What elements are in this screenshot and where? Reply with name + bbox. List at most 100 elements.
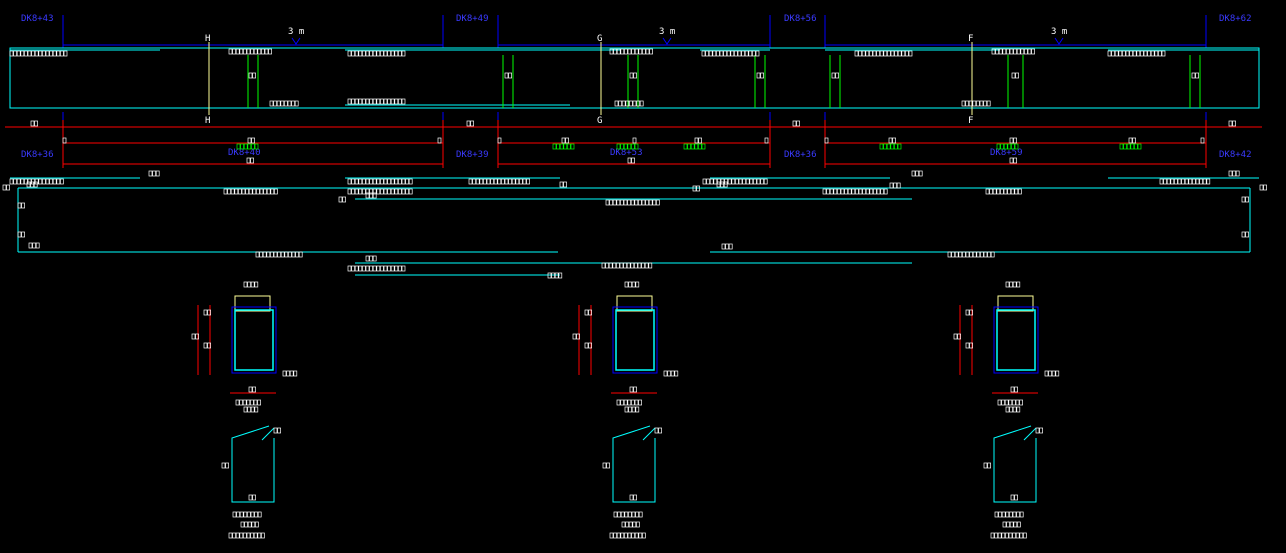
annotation-glyph [351,178,355,185]
annotation-glyph [468,178,473,185]
annotation-glyph [28,242,33,249]
annotation-glyph [277,251,281,258]
annotation-glyph [390,178,395,185]
annotation-glyph [623,262,627,269]
annotation-glyph [619,262,624,269]
annotation-glyph [752,50,756,57]
annotation-glyph [1199,178,1203,185]
annotation-glyph [1228,120,1233,127]
annotation-glyph [645,199,649,206]
annotation-glyph [897,143,902,150]
annotation-glyph [893,182,897,189]
annotation-glyph [49,178,53,185]
annotation-glyph [372,192,377,199]
annotation-glyph [851,188,856,195]
annotation-glyph [1007,188,1011,195]
annotation-glyph [632,137,637,144]
annotation-glyph [865,188,870,195]
annotation-glyph [30,120,35,127]
annotation-glyph [383,50,388,57]
annotation-glyph [239,532,244,539]
annotation-glyph [501,178,505,185]
annotation-glyph [248,72,253,79]
annotation-glyph [243,511,248,518]
annotation-glyph [354,265,359,272]
annotation-glyph [629,72,634,79]
annotation-glyph [869,188,874,195]
annotation-glyph [570,143,575,150]
annotation-glyph [243,406,248,413]
annotation-glyph [563,143,568,150]
annotation-glyph [985,188,990,195]
annotation-glyph [631,511,636,518]
annotation-glyph [1009,157,1014,164]
annotation-glyph [1161,50,1166,57]
annotation-glyph [638,511,643,518]
annotation-glyph [572,333,577,340]
annotation-glyph [734,50,738,57]
annotation-glyph [1013,48,1017,55]
annotation-glyph [623,199,628,206]
annotation-glyph [1012,281,1017,288]
annotation-glyph [642,532,646,539]
annotation-glyph [1202,178,1207,185]
annotation-glyph [34,178,39,185]
annotation-glyph [627,199,631,206]
annotation-glyph [632,100,637,107]
annotation-glyph [17,231,22,238]
annotation-glyph [1118,50,1123,57]
annotation-glyph [716,181,721,188]
annotation-glyph [358,178,363,185]
annotation-glyph [1018,188,1022,195]
annotation-glyph [998,511,1002,518]
annotation-glyph [983,100,987,107]
annotation-glyph [148,170,153,177]
annotation-glyph [648,199,653,206]
annotation-glyph [720,181,724,188]
annotation-glyph [365,98,370,105]
annotation-glyph [760,72,764,79]
annotation-glyph [716,50,720,57]
annotation-glyph [694,137,699,144]
annotation-glyph [394,98,399,105]
annotation-glyph [620,143,624,150]
annotation-glyph [663,370,668,377]
annotation-glyph [822,188,827,195]
annotation-glyph [748,50,753,57]
annotation-glyph [965,342,970,349]
annotation-glyph [558,272,563,279]
annotation-glyph [1163,178,1167,185]
annotation-glyph [883,50,888,57]
annotation-glyph [239,511,244,518]
annotation-glyph [254,406,259,413]
annotation-glyph [614,100,619,107]
annotation-glyph [687,143,691,150]
annotation-glyph [252,72,256,79]
annotation-glyph [883,188,888,195]
annotation-glyph [1016,406,1021,413]
annotation-glyph [637,262,642,269]
annotation-glyph [730,50,735,57]
annotation-glyph [1159,178,1164,185]
annotation-glyph [295,251,299,258]
annotation-glyph [152,170,156,177]
annotation-glyph [692,185,697,192]
annotation-glyph [257,399,261,406]
annotation-glyph [1013,137,1017,144]
annotation-glyph [889,182,894,189]
annotation-glyph [629,494,634,501]
annotation-glyph [1128,137,1133,144]
annotation-glyph [1011,72,1016,79]
annotation-glyph [972,251,977,258]
annotation-glyph [965,100,969,107]
annotation-glyph [347,178,352,185]
annotation-glyph [250,157,254,164]
annotation-glyph [243,532,247,539]
annotation-glyph [398,50,402,57]
annotation-glyph [398,265,402,272]
annotation-glyph [709,178,714,185]
annotation-glyph [246,399,251,406]
annotation-glyph [401,265,406,272]
annotation-glyph [756,178,761,185]
